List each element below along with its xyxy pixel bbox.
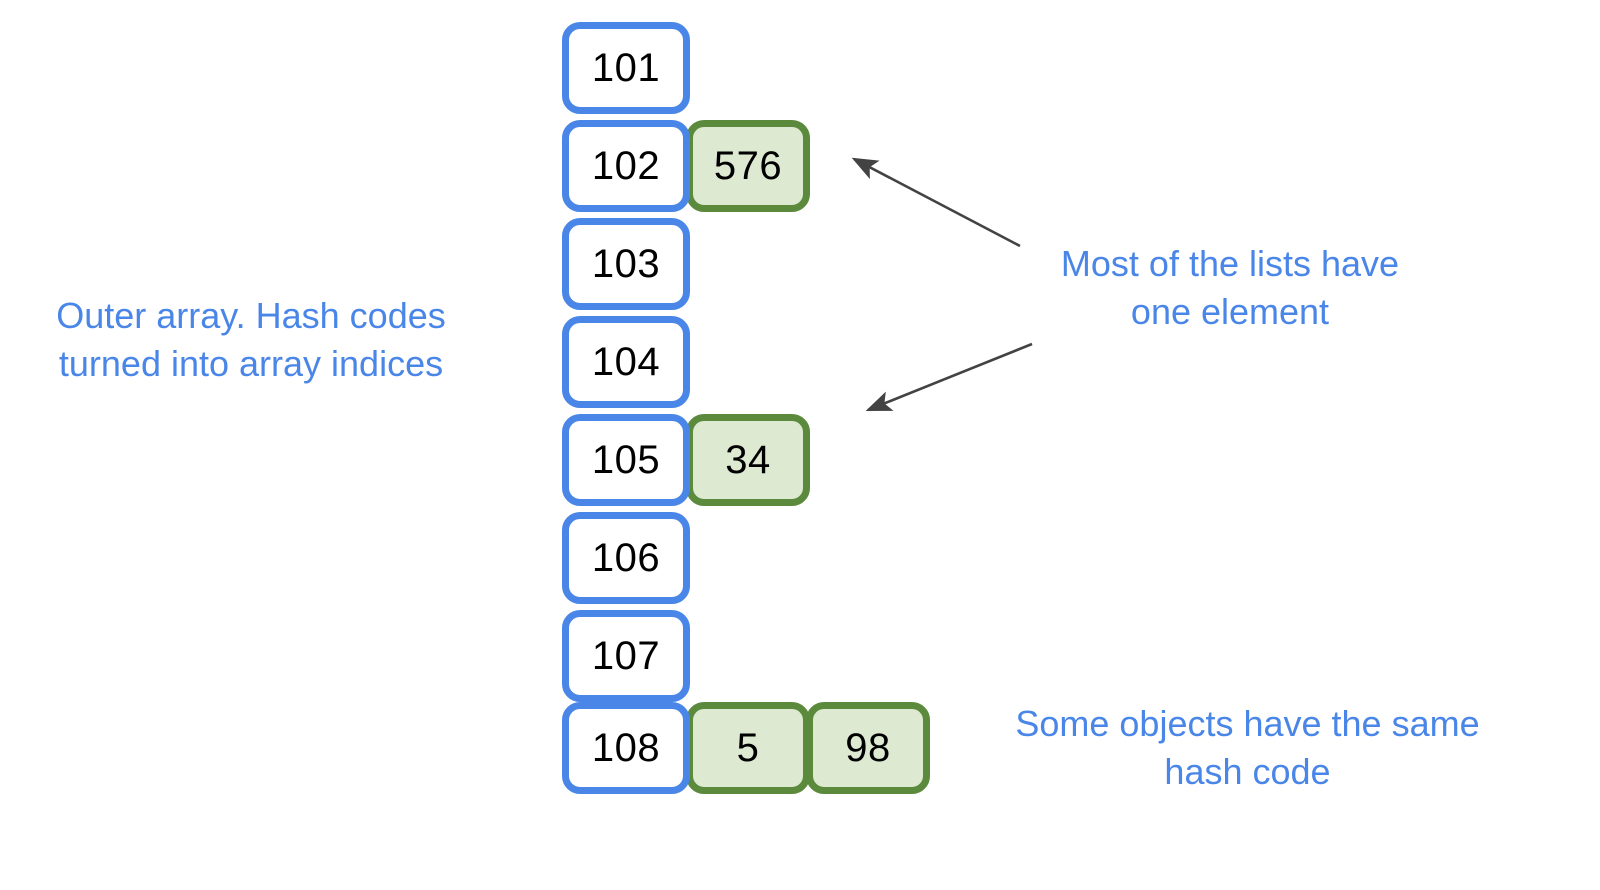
bucket-row: 106 [562, 512, 690, 610]
arrow-to-576-icon [851, 157, 1021, 248]
annotation-outer-array: Outer array. Hash codes turned into arra… [56, 295, 446, 384]
bucket-row: 108 5 98 [562, 702, 930, 800]
bucket-index-cell: 105 [562, 414, 690, 506]
bucket-row: 102 576 [562, 120, 810, 218]
bucket-index-cell: 103 [562, 218, 690, 310]
arrow-to-34-icon [865, 342, 1033, 412]
bucket-row: 103 [562, 218, 690, 316]
list-node-cell: 34 [686, 414, 810, 506]
bucket-row: 101 [562, 22, 690, 120]
annotation-same-hash-code: Some objects have the same hash code [1015, 703, 1480, 792]
list-node-cell: 576 [686, 120, 810, 212]
bucket-index-cell: 102 [562, 120, 690, 212]
bucket-row: 104 [562, 316, 690, 414]
annotation-most-lists-one-element: Most of the lists have one element [1060, 243, 1400, 332]
bucket-index-cell: 108 [562, 702, 690, 794]
list-node-cell: 5 [686, 702, 810, 794]
bucket-index-cell: 107 [562, 610, 690, 702]
bucket-index-cell: 101 [562, 22, 690, 114]
list-node-cell: 98 [806, 702, 930, 794]
bucket-index-cell: 106 [562, 512, 690, 604]
bucket-row: 107 [562, 610, 690, 708]
bucket-index-cell: 104 [562, 316, 690, 408]
bucket-row: 105 34 [562, 414, 810, 512]
